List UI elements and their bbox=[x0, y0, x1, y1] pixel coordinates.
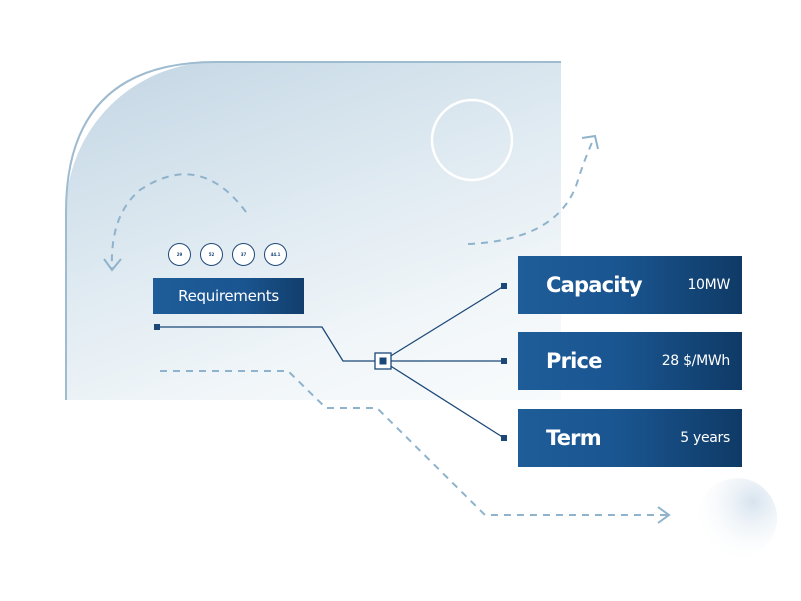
hub-node-inner bbox=[379, 357, 387, 365]
connector-start-node bbox=[154, 324, 160, 330]
bubble-group: 29 52 37 44.1 bbox=[168, 243, 287, 266]
connector-end-capacity bbox=[501, 283, 507, 289]
connector-end-term bbox=[501, 435, 507, 441]
background-panel bbox=[66, 62, 561, 400]
panel-outline bbox=[65, 61, 561, 400]
bubble-1: 29 bbox=[168, 243, 191, 266]
connector-end-price bbox=[501, 358, 507, 364]
card-term-value: 5 years bbox=[680, 430, 730, 446]
requirements-box: Requirements bbox=[153, 278, 304, 314]
requirements-label: Requirements bbox=[178, 287, 279, 305]
card-term: Term 5 years bbox=[518, 409, 742, 467]
card-capacity-label: Capacity bbox=[546, 273, 643, 297]
dashed-arrow-top-head bbox=[581, 134, 599, 150]
bubble-3: 37 bbox=[232, 243, 255, 266]
connector-term bbox=[388, 364, 505, 439]
decor-circle-outline bbox=[430, 98, 514, 182]
connector-main bbox=[157, 326, 381, 362]
card-capacity: Capacity 10MW bbox=[518, 256, 742, 314]
dashed-arrow-bottom bbox=[160, 370, 667, 516]
card-price: Price 28 $/MWh bbox=[518, 332, 742, 390]
dashed-arrow-bottom-head bbox=[657, 506, 671, 524]
connector-capacity bbox=[388, 285, 505, 358]
card-price-value: 28 $/MWh bbox=[661, 353, 731, 369]
card-price-label: Price bbox=[546, 349, 602, 373]
dashed-arrow-left-head bbox=[103, 258, 122, 272]
dashed-arrow-left bbox=[110, 173, 247, 269]
card-term-label: Term bbox=[546, 426, 602, 450]
bubble-4: 44.1 bbox=[264, 243, 287, 266]
bubble-2: 52 bbox=[200, 243, 223, 266]
dashed-arrow-top bbox=[467, 137, 595, 245]
card-capacity-value: 10MW bbox=[687, 277, 730, 293]
decor-circle-soft bbox=[697, 478, 777, 558]
